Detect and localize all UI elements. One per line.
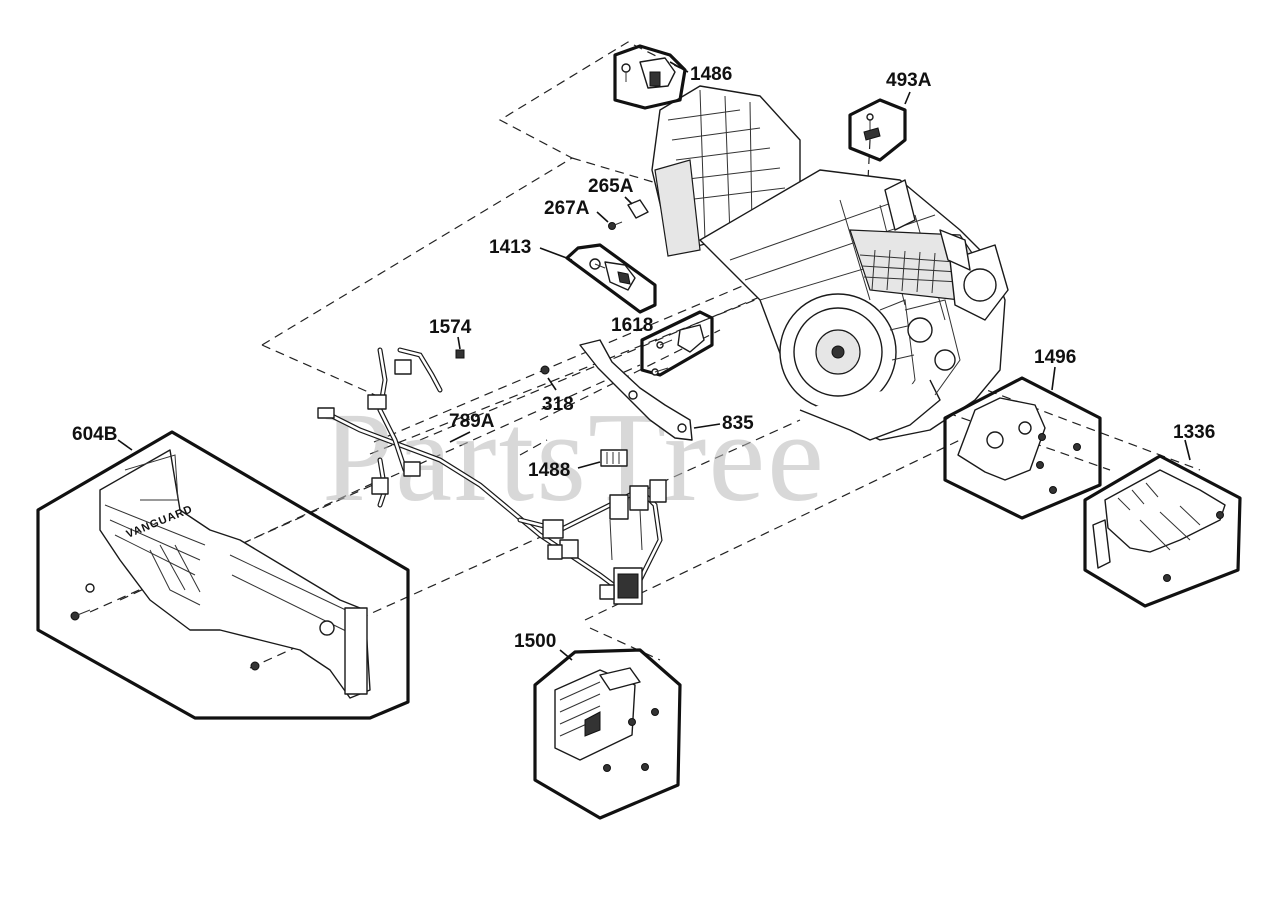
callout-835[interactable]: 835 [722,413,754,434]
callout-1336[interactable]: 1336 [1173,422,1215,443]
group-1486: 1486 [613,44,732,110]
group-1336: 1336 [1083,422,1242,608]
cooling-fins [859,249,961,294]
part-318: 318 [540,365,574,415]
callout-493A[interactable]: 493A [886,70,932,91]
callout-604B[interactable]: 604B [72,424,117,445]
callout-267A[interactable]: 267A [544,198,590,219]
engine-assembly [651,85,1009,441]
group-493A: 493A [848,70,932,162]
callout-1574[interactable]: 1574 [429,317,472,338]
callout-789A[interactable]: 789A [449,411,495,432]
callout-318[interactable]: 318 [542,394,574,415]
bracket-835: 835 [579,339,754,441]
part-1574: 1574 [429,317,472,359]
group-604B: VANGUARD 604B [36,424,410,720]
wiring-harness-789A: 789A [317,347,667,605]
callout-265A[interactable]: 265A [588,176,634,197]
sensor-265A-267A: 265A 267A [544,176,649,230]
watermark-text: PartsTree [322,386,826,528]
group-1413: 1413 [489,237,657,314]
connector-1488: 1488 [528,449,628,481]
callout-1618[interactable]: 1618 [611,315,653,336]
callout-1413[interactable]: 1413 [489,237,531,258]
group-1500: 1500 [514,631,682,820]
callout-1486[interactable]: 1486 [690,64,732,85]
callout-1496[interactable]: 1496 [1034,347,1076,368]
callout-1500[interactable]: 1500 [514,631,556,652]
group-1496: 1496 [943,347,1102,520]
callout-1488[interactable]: 1488 [528,460,570,481]
group-1618: 1618 [611,310,714,377]
